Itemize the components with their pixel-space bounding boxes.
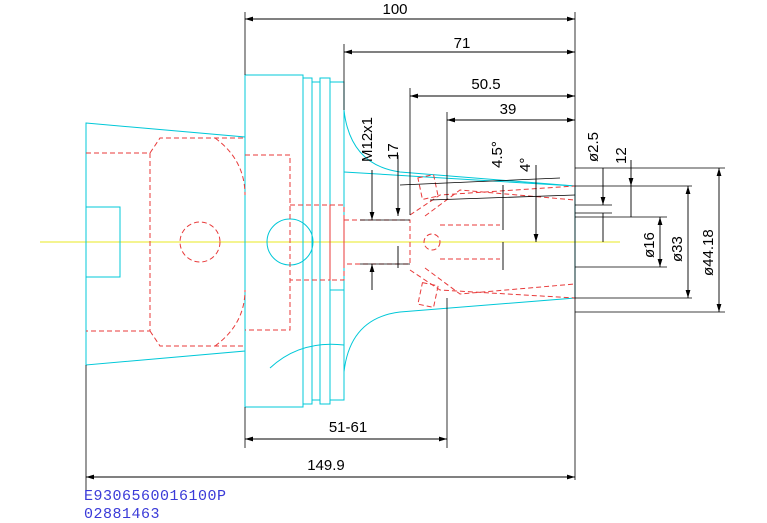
- dim-39: 39: [500, 101, 517, 118]
- dim-range-51-61: 51-61: [329, 419, 367, 436]
- dim-12: 12: [613, 147, 630, 164]
- dim-thread: M12x1: [359, 117, 376, 162]
- dim-71: 71: [454, 35, 471, 52]
- dim-angle-inner: 4°: [517, 158, 534, 172]
- dim-angle-outer: 4.5°: [489, 141, 506, 168]
- dim-dia-33: ø33: [669, 236, 686, 262]
- part-number: E9306560016100P: [84, 488, 227, 505]
- order-number: 02881463: [84, 506, 161, 523]
- bottom-dimension-lines: [86, 436, 575, 480]
- dim-dia-2-5: ø2.5: [585, 132, 602, 162]
- dim-dia-16: ø16: [641, 232, 658, 258]
- dim-overall-top: 100: [382, 1, 407, 18]
- diameter-dimension-lines: [575, 160, 722, 312]
- dim-overall-bottom: 149.9: [307, 457, 345, 474]
- dim-dia-44-18: ø44.18: [700, 229, 717, 276]
- dim-50-5: 50.5: [471, 76, 500, 93]
- extension-lines: [85, 12, 725, 490]
- top-dimension-lines: [245, 16, 575, 123]
- thread-dimension-lines: [360, 155, 410, 290]
- dim-17: 17: [385, 143, 402, 160]
- angle-dimension-lines: [399, 165, 576, 270]
